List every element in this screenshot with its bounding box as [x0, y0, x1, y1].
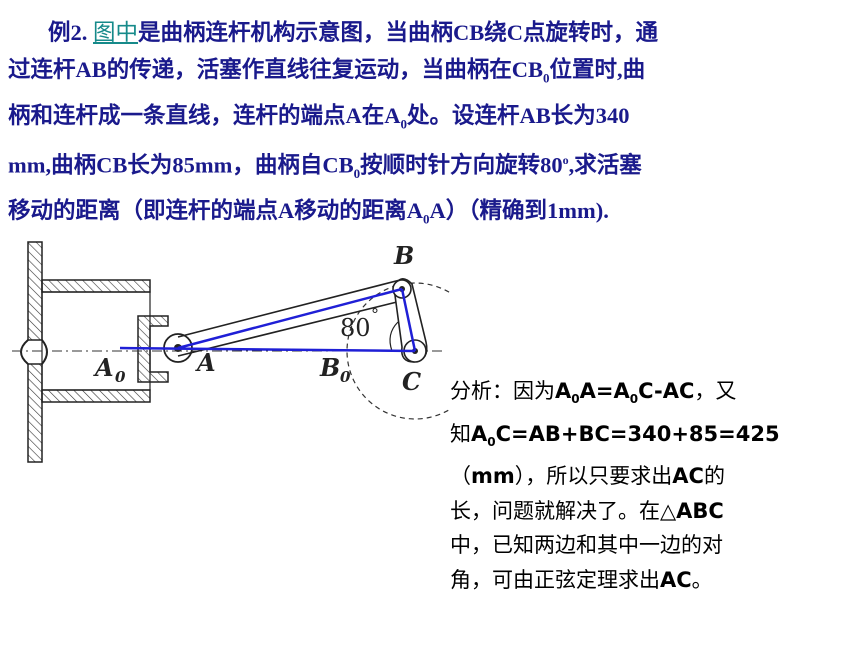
problem-line-4-mid: 按顺时针方向旋转80 [360, 152, 563, 178]
subscript: 0 [543, 70, 550, 86]
math: A [555, 379, 572, 403]
problem-line-2-end: 位置时,曲 [549, 57, 646, 82]
label-c: C [402, 367, 421, 396]
cylinder-wall-left [20, 241, 48, 463]
crank-mechanism-diagram: B A A 0 B 0 C 80 ° [12, 241, 450, 463]
label-a0-sub: 0 [115, 368, 126, 386]
text: 中，已知两边和其中一边的对 [450, 533, 723, 558]
label-a0: A [93, 353, 114, 382]
crank-arm [392, 278, 428, 363]
math: ABC [676, 498, 724, 523]
analysis-line-3: （mm），所以只要求出AC的 [450, 459, 850, 494]
problem-line-1-text: 是曲柄连杆机构示意图，当曲柄CB绕C点旋转时，通 [138, 20, 659, 45]
text: （ [450, 464, 471, 489]
problem-line-1: 例2. 图中是曲柄连杆机构示意图，当曲柄CB绕C点旋转时，通 [8, 14, 854, 51]
analysis-line-5: 中，已知两边和其中一边的对 [450, 528, 850, 563]
problem-line-4-end: ,求活塞 [568, 152, 642, 178]
analysis-line-1: 分析：因为A0A=A0C-AC，又 [450, 374, 850, 417]
problem-line-3: 柄和连杆成一条直线，连杆的端点A在A0处。设连杆AB长为340 [8, 97, 854, 143]
text: ，又 [694, 379, 737, 403]
text: 的 [703, 464, 725, 489]
example-number: 例2. [48, 20, 94, 45]
analysis-line-2: 知A0C=AB+BC=340+85=425 [450, 417, 850, 460]
cylinder-guide [41, 279, 151, 403]
problem-line-5-text: 移动的距离（即连杆的端点A移动的距离A [8, 198, 423, 223]
subscript: 0 [423, 211, 430, 227]
math: A [471, 421, 488, 446]
label-b0-sub: 0 [340, 368, 351, 386]
text: 长，问题就解决了。在△ [450, 498, 677, 523]
angle-degree: ° [371, 305, 379, 324]
angle-label: 80 [340, 314, 371, 342]
problem-line-3-end: 处。设连杆AB长为340 [407, 102, 630, 128]
subscript: 0 [400, 116, 408, 131]
problem-statement: 例2. 图中是曲柄连杆机构示意图，当曲柄CB绕C点旋转时，通 过连杆AB的传递，… [8, 14, 854, 238]
analysis-line-6: 角，可由正弦定理求出AC。 [450, 563, 850, 598]
math: mm [471, 464, 515, 489]
text: ），所以只要求出 [514, 464, 673, 489]
problem-line-3-text: 柄和连杆成一条直线，连杆的端点A在A [8, 102, 401, 128]
math: C-AC [638, 379, 695, 403]
text: 。 [691, 567, 713, 592]
problem-line-5: 移动的距离（即连杆的端点A移动的距离A0A）（精确到1mm). [8, 192, 854, 238]
math: AC [672, 464, 704, 489]
label-b0: B [319, 353, 340, 382]
label-a: A [195, 348, 216, 377]
math: A=A [579, 379, 630, 403]
superscript: o [562, 153, 569, 167]
subscript: 0 [487, 434, 496, 449]
angle-arc [389, 321, 399, 352]
subscript: 0 [571, 392, 580, 407]
subscript: 0 [629, 392, 639, 407]
crank-circle [346, 282, 450, 420]
problem-line-2-text: 过连杆AB的传递，活塞作直线往复运动，当曲柄在CB [8, 57, 544, 82]
subscript: 0 [353, 166, 361, 181]
analysis-text: 分析：因为A0A=A0C-AC，又 知A0C=AB+BC=340+85=425 … [450, 374, 850, 597]
problem-line-4-text: mm,曲柄CB长为85mm，曲柄自CB [8, 152, 354, 178]
text: 知 [450, 421, 471, 446]
figure-link[interactable]: 图中 [93, 20, 139, 45]
text: 角，可由正弦定理求出 [450, 567, 660, 592]
math: AC [660, 567, 692, 592]
problem-line-2: 过连杆AB的传递，活塞作直线往复运动，当曲柄在CB0位置时,曲 [8, 51, 854, 97]
connecting-rod [177, 279, 406, 357]
linkage-lines [119, 287, 417, 353]
problem-line-5-end: A）（精确到1mm). [429, 198, 609, 223]
problem-line-4: mm,曲柄CB长为85mm，曲柄自CB0按顺时针方向旋转80o,求活塞 [8, 142, 854, 192]
math: C=AB+BC=340+85=425 [495, 421, 780, 446]
label-b: B [393, 241, 414, 270]
analysis-line-4: 长，问题就解决了。在△ABC [450, 494, 850, 529]
analysis-intro: 分析：因为 [450, 379, 555, 403]
